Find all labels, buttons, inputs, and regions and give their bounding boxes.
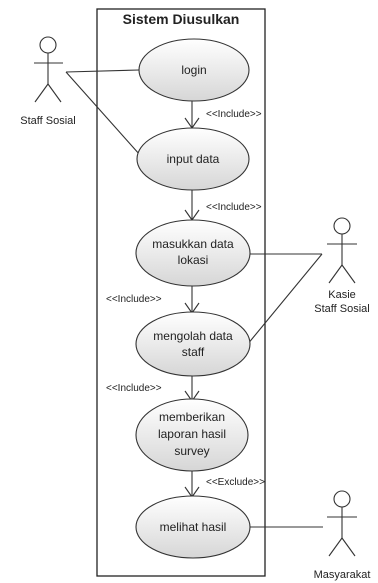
use-case-masukkan-label-2: lokasi — [178, 253, 209, 267]
assoc-kasie-mengolah — [246, 253, 323, 346]
use-case-laporan-ellipse — [135, 398, 249, 472]
use-case-mengolah-label-1: mengolah data — [153, 329, 233, 343]
exclude-label: <<Exclude>> — [206, 477, 265, 488]
use-case-login-label: login — [181, 63, 206, 77]
use-case-input-data: input data — [136, 127, 250, 191]
include-label-2: <<Include>> — [206, 202, 262, 213]
use-case-laporan-label-2: laporan hasil — [158, 427, 226, 441]
actor-masyarakat — [327, 490, 357, 557]
use-case-input-data-label: input data — [167, 152, 220, 166]
actor-masyarakat-label: Masyarakat — [314, 569, 371, 581]
use-case-masukkan-label-1: masukkan data — [152, 237, 234, 251]
use-case-melihat-ellipse — [135, 495, 251, 559]
system-boundary — [96, 8, 266, 577]
use-case-laporan-label-3: survey — [174, 444, 209, 458]
use-case-login-ellipse — [138, 38, 250, 102]
actor-masyarakat-head — [333, 490, 351, 508]
actor-staff-sosial-head — [39, 36, 57, 54]
actor-kasie-staff-sosial — [327, 217, 357, 284]
associations — [65, 69, 323, 528]
use-case-masukkan-ellipse — [135, 219, 251, 287]
include-label-3: <<Include>> — [106, 294, 162, 305]
use-case-memberikan-laporan: memberikan laporan hasil survey — [135, 398, 249, 472]
assoc-staff-login — [65, 69, 140, 73]
use-case-mengolah-data-staff: mengolah data staff — [135, 311, 251, 377]
use-case-mengolah-label-2: staff — [182, 345, 205, 359]
use-case-mengolah-ellipse — [135, 311, 251, 377]
assoc-staff-input — [65, 71, 141, 156]
use-case-melihat-hasil: melihat hasil — [135, 495, 251, 559]
use-case-masukkan-data-lokasi: masukkan data lokasi — [135, 219, 251, 287]
actor-staff-sosial — [34, 36, 63, 103]
actor-staff-sosial-label: Staff Sosial — [20, 115, 75, 127]
actor-kasie-head — [333, 217, 351, 235]
use-case-login: login — [138, 38, 250, 102]
use-case-laporan-label-1: memberikan — [159, 410, 225, 424]
include-label-4: <<Include>> — [106, 383, 162, 394]
use-case-input-data-ellipse — [136, 127, 250, 191]
system-title: Sistem Diusulkan — [123, 11, 240, 27]
actor-kasie-label-1: Kasie — [328, 289, 356, 301]
include-label-1: <<Include>> — [206, 109, 262, 120]
actor-kasie-label-2: Staff Sosial — [314, 303, 369, 315]
use-case-melihat-label: melihat hasil — [160, 520, 227, 534]
